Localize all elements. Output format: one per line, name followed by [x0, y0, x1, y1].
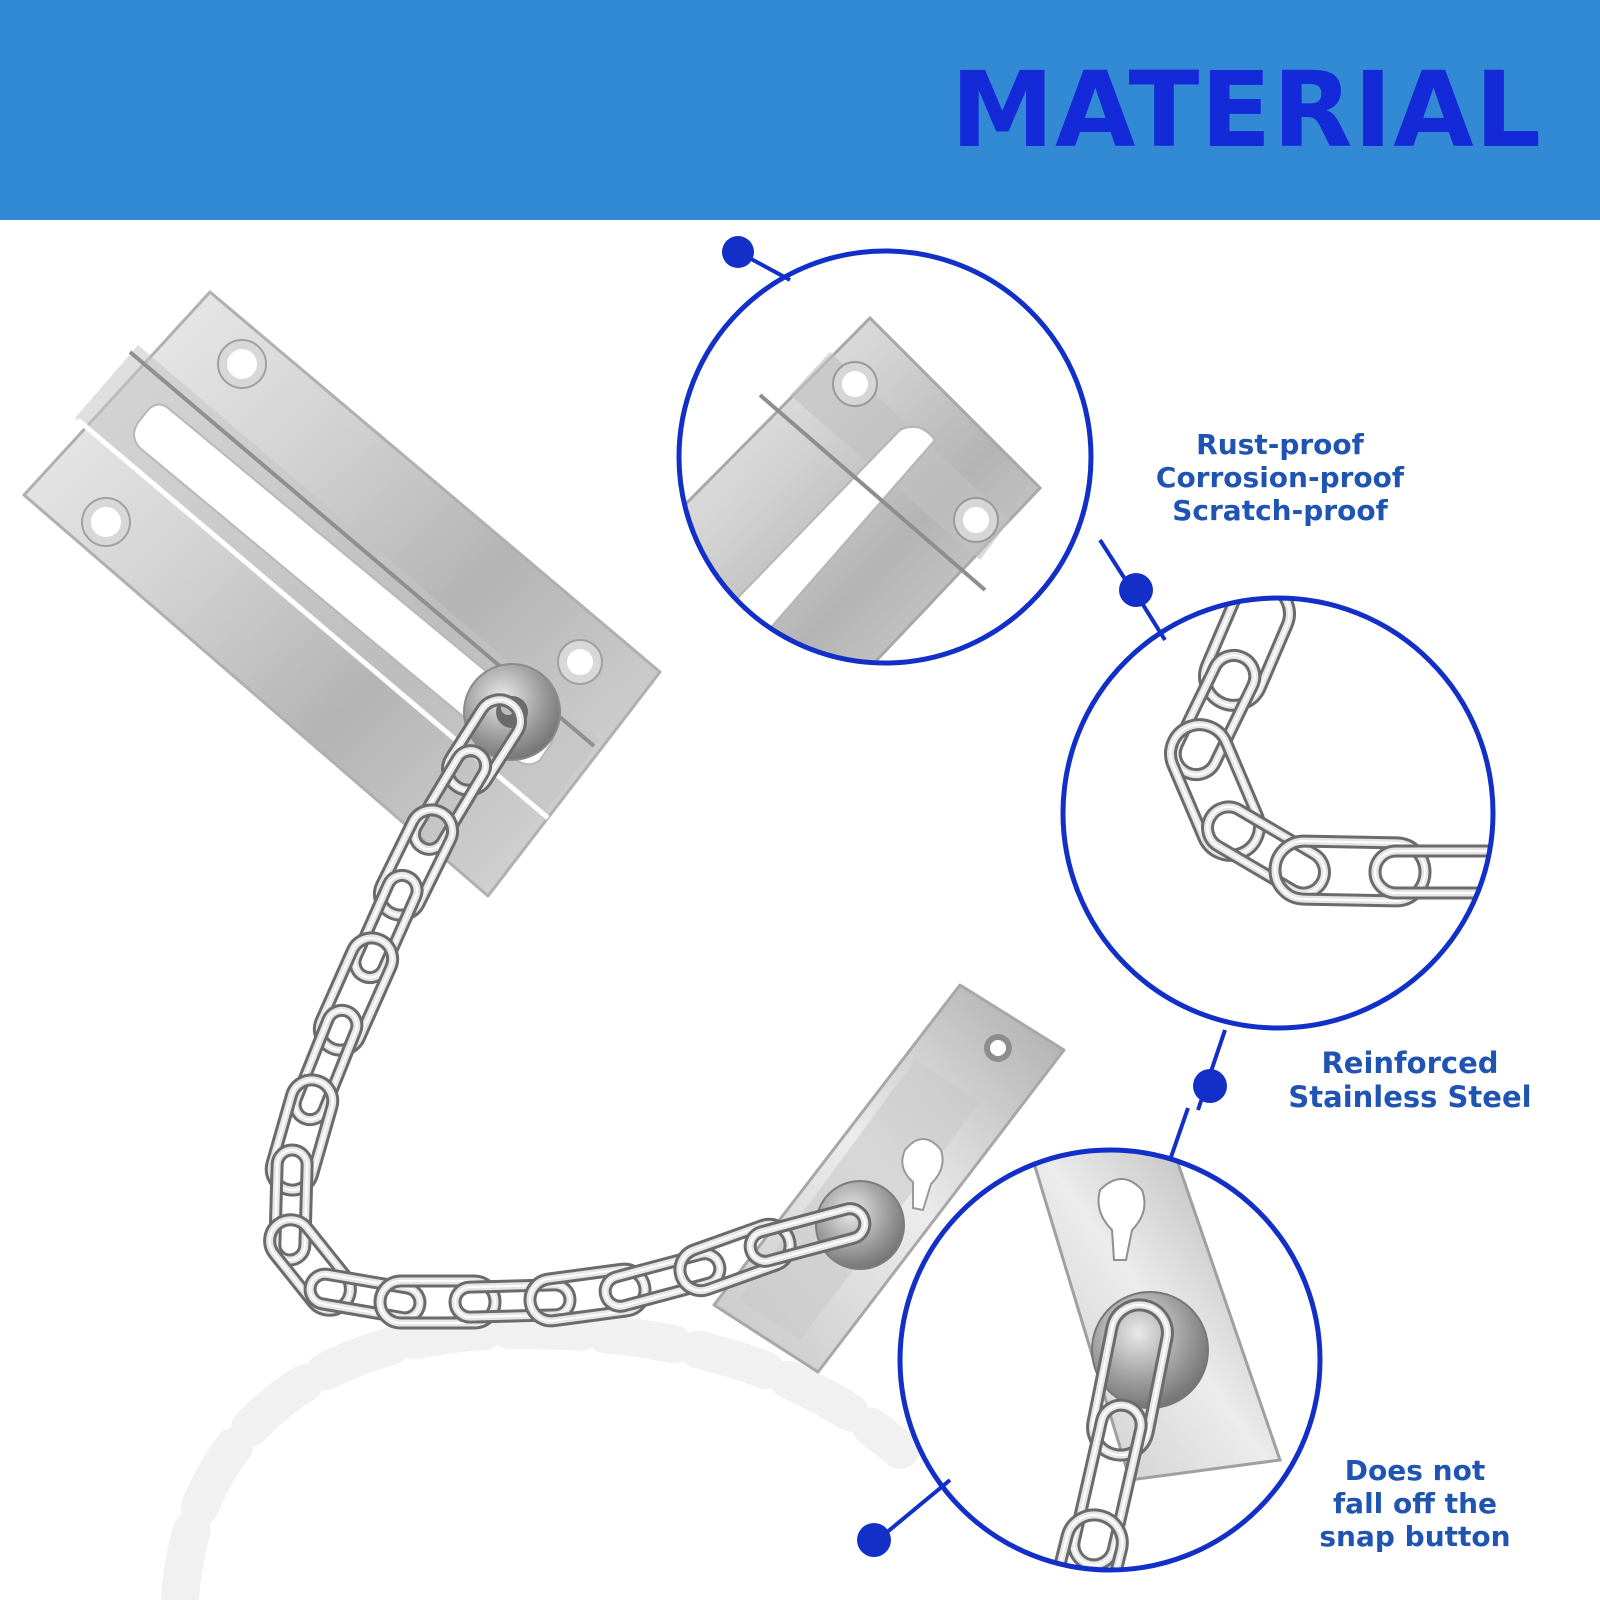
callout-line: Does not — [1344, 1454, 1486, 1487]
chain-link — [1368, 844, 1493, 900]
chain-link — [372, 803, 460, 922]
callout-line: Stainless Steel — [1288, 1080, 1532, 1115]
callout-line: snap button — [1319, 1520, 1511, 1554]
callout-dot — [857, 1523, 891, 1557]
keeper-plate — [712, 983, 1066, 1374]
callout-dot — [1193, 1069, 1227, 1103]
callout-snap-button: Does not fall off the snap button — [1280, 1454, 1550, 1553]
screw-hole — [984, 1034, 1012, 1062]
screw-hole — [557, 639, 603, 685]
chain-shadow — [161, 1310, 919, 1600]
chain-link — [448, 1278, 577, 1324]
chain-link — [303, 1267, 427, 1325]
magnifier-chain-detail — [1060, 595, 1496, 1031]
chain-link — [1086, 1298, 1174, 1462]
callout-line: Reinforced — [1321, 1046, 1499, 1080]
callout-dot — [722, 236, 754, 268]
chain-link — [1041, 1508, 1129, 1570]
callout-dot — [1119, 573, 1153, 607]
chain-link — [1067, 1398, 1148, 1570]
chain-link — [264, 1073, 340, 1197]
chain-link — [673, 1217, 797, 1298]
chain-link — [523, 1262, 652, 1328]
chain-link — [1268, 834, 1432, 908]
chain-link — [268, 1143, 314, 1267]
page-title: MATERIAL — [950, 49, 1542, 171]
callout-reinforced-steel: Reinforced Stainless Steel — [1270, 1046, 1550, 1114]
chain-link — [1198, 598, 1296, 712]
guard-plate — [22, 290, 662, 898]
callout-line: fall off the — [1333, 1487, 1497, 1521]
callout-line: Rust-proof — [1196, 428, 1364, 461]
chain-link — [743, 1202, 872, 1268]
callout-line: Scratch-proof — [1172, 494, 1388, 528]
chain-link — [441, 693, 527, 797]
header-banner: MATERIAL — [0, 0, 1600, 220]
callout-connectors — [722, 236, 1227, 1557]
chain-link — [1168, 648, 1262, 782]
callout-line: Corrosion-proof — [1155, 461, 1405, 495]
callout-rust-proof: Rust-proof Corrosion-proof Scratch-proof — [1110, 428, 1450, 527]
chain-link — [407, 744, 493, 856]
chain-link — [348, 868, 424, 985]
chain-link — [288, 1003, 364, 1127]
chain-link — [598, 1247, 727, 1313]
chain-link — [1201, 800, 1331, 900]
screw-hole — [81, 497, 131, 547]
screw-hole — [217, 339, 267, 389]
chain-link — [373, 1274, 502, 1330]
magnifier-plate-detail — [676, 248, 1094, 666]
magnifier-snap-button-detail — [897, 1147, 1323, 1573]
